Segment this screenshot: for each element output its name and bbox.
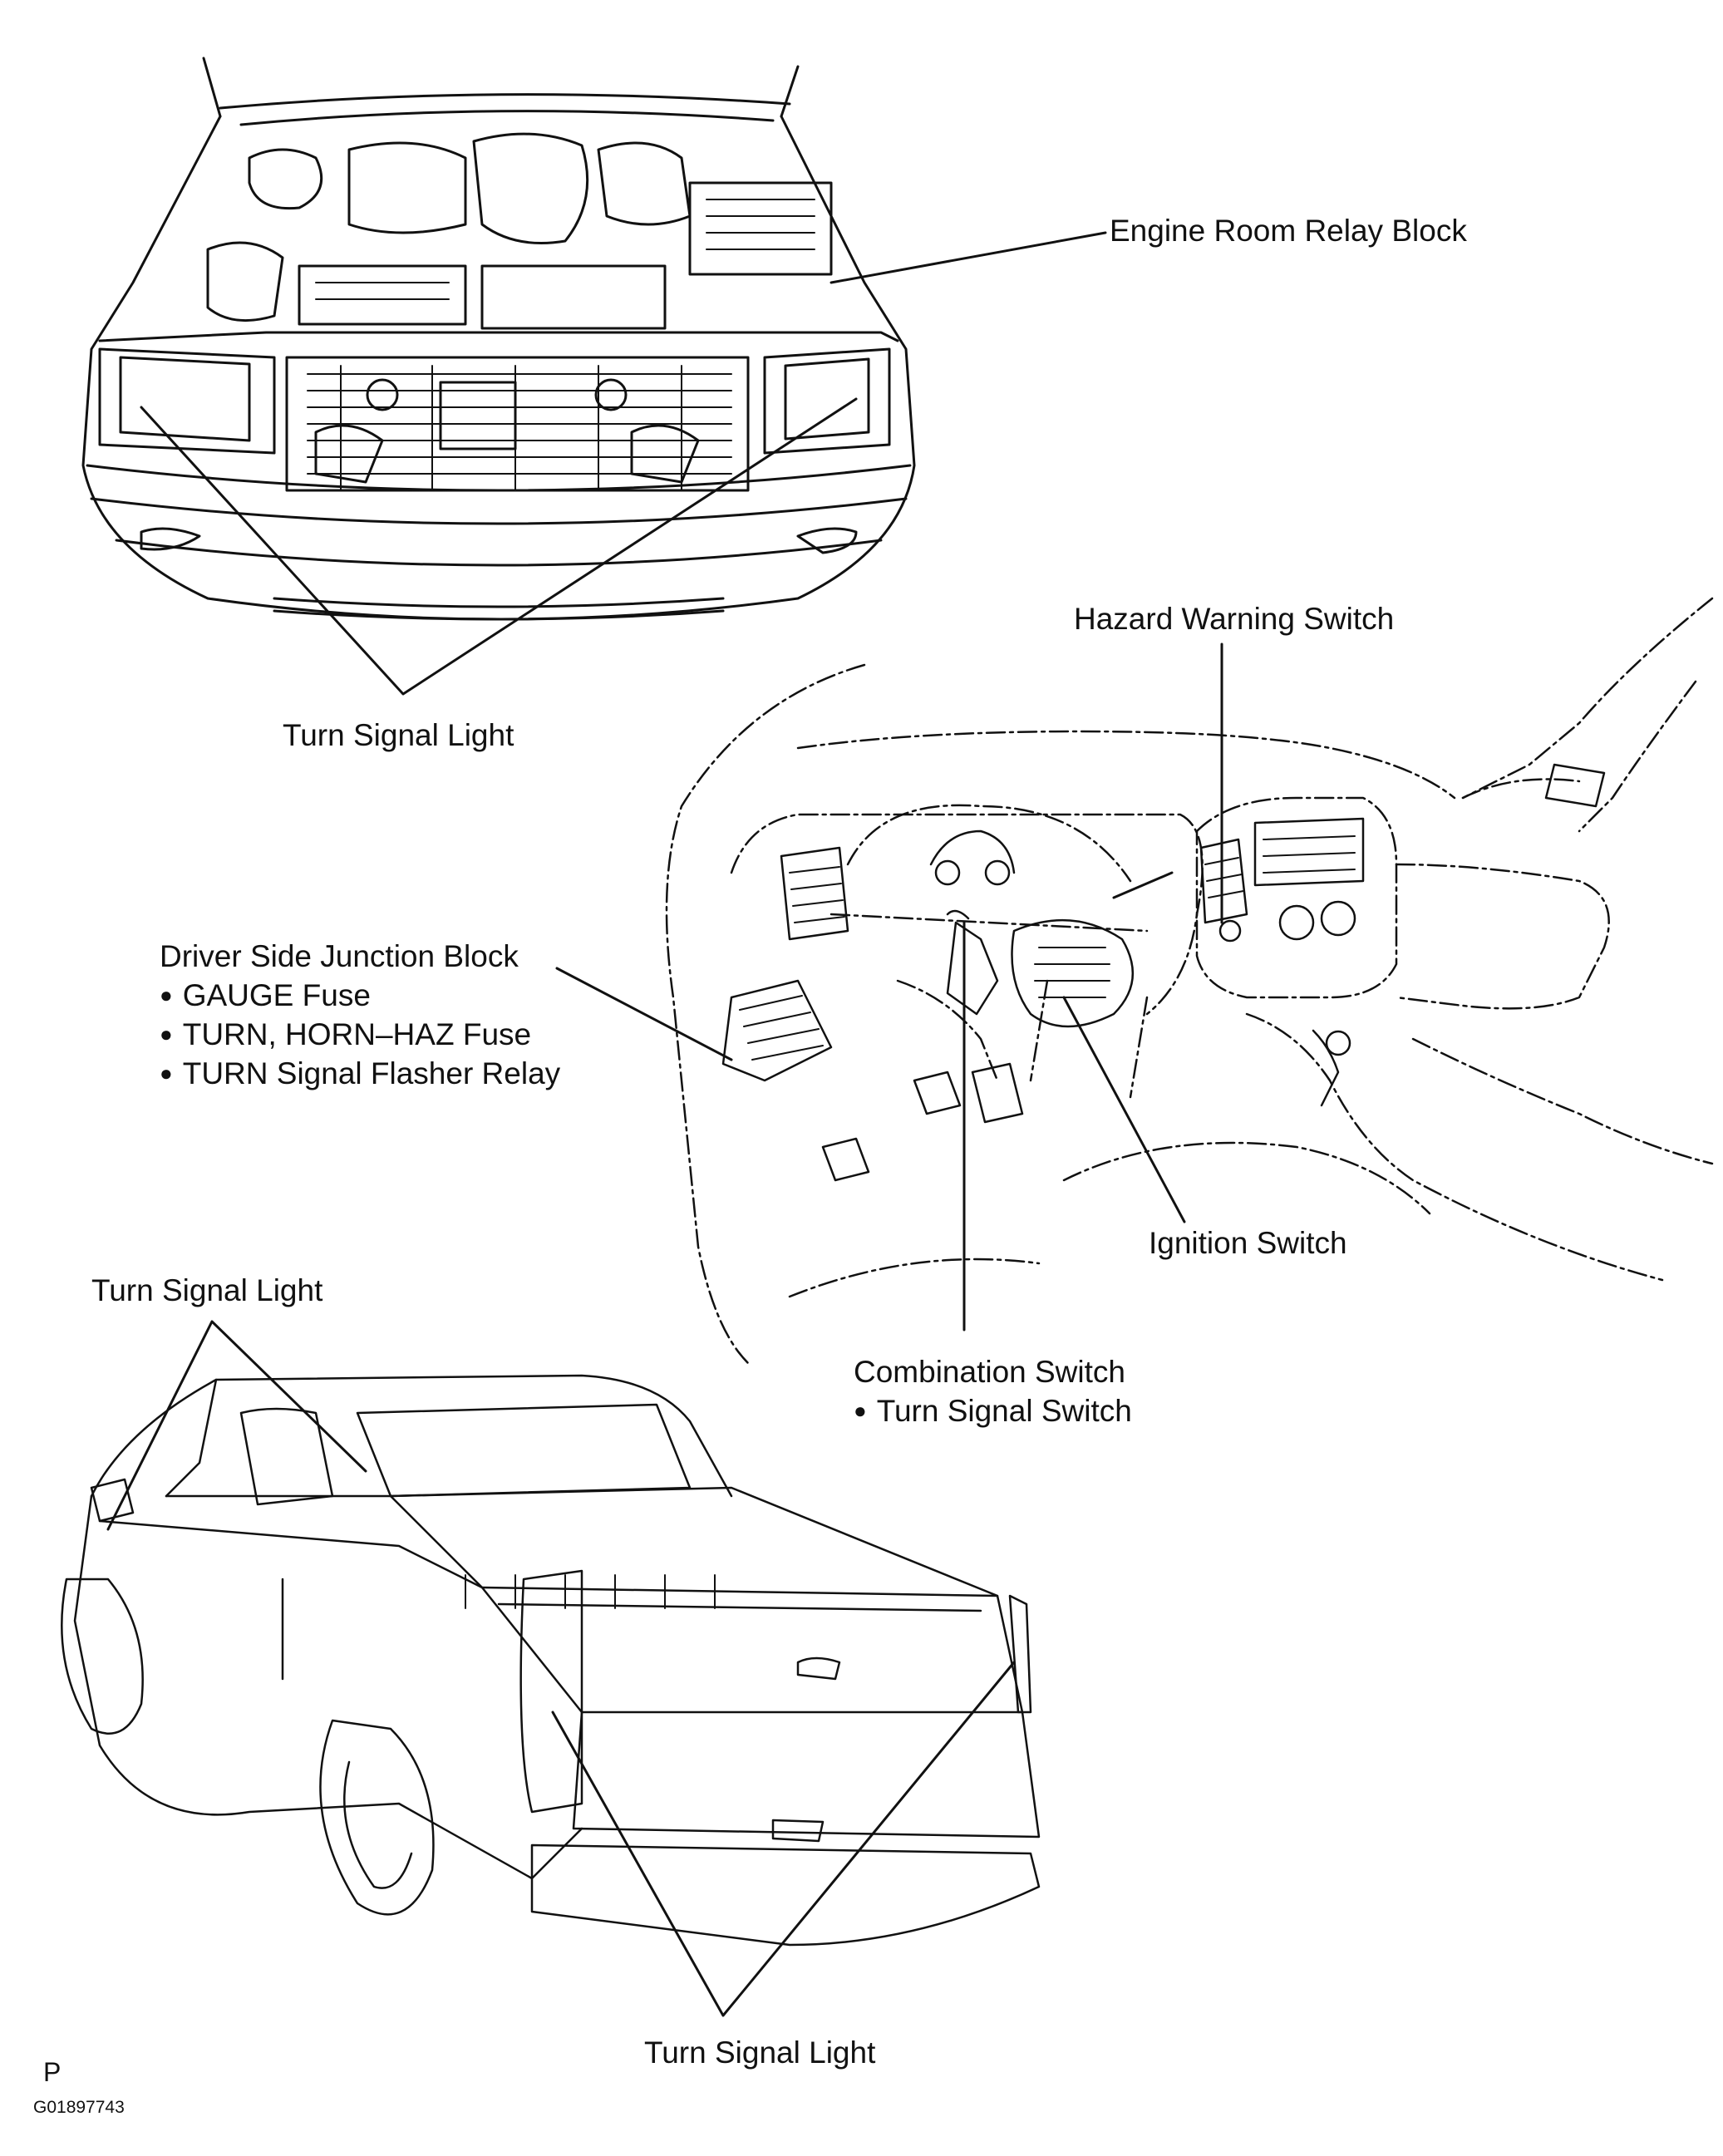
leader-turn-signal-light-side: [106, 1320, 367, 1531]
turn-signal-light-side-label: Turn Signal Light: [91, 1273, 323, 1307]
turn-signal-switch-item: Turn Signal Switch: [854, 1392, 1132, 1433]
turn-horn-haz-fuse-text: TURN, HORN–HAZ Fuse: [182, 1017, 532, 1051]
leader-turn-signal-light-front: [140, 397, 858, 696]
ignition-switch-label: Ignition Switch: [1149, 1226, 1347, 1260]
turn-signal-light-front-label: Turn Signal Light: [283, 718, 514, 752]
section-letter: P: [43, 2057, 62, 2087]
hazard-warning-switch-label: Hazard Warning Switch: [1074, 602, 1395, 636]
engine-room-relay-block-label: Engine Room Relay Block: [1110, 214, 1467, 248]
leader-driver-side-junction-block: [555, 967, 733, 1061]
leader-turn-signal-light-rear: [551, 1661, 1016, 2017]
leader-engine-room-relay-block: [830, 231, 1107, 284]
combination-switch-label: Combination Switch: [854, 1355, 1125, 1389]
turn-signal-flasher-relay-item: TURN Signal Flasher Relay: [160, 1055, 560, 1095]
figure-id: G01897743: [33, 2098, 125, 2117]
leader-ignition-switch: [1062, 996, 1186, 1223]
turn-signal-light-rear-label: Turn Signal Light: [644, 2035, 876, 2070]
dashboard-components: [721, 763, 1606, 1182]
gauge-fuse-item: GAUGE Fuse: [160, 977, 371, 1017]
gauge-fuse-text: GAUGE Fuse: [182, 978, 371, 1012]
front-view-truck: [81, 57, 916, 621]
turn-signal-switch-text: Turn Signal Switch: [876, 1394, 1132, 1428]
turn-horn-haz-fuse-item: TURN, HORN–HAZ Fuse: [160, 1016, 531, 1056]
turn-signal-flasher-relay-text: TURN Signal Flasher Relay: [182, 1056, 561, 1090]
rear-view-truck: [61, 1374, 1041, 1947]
driver-side-junction-block-label: Driver Side Junction Block: [160, 939, 519, 973]
